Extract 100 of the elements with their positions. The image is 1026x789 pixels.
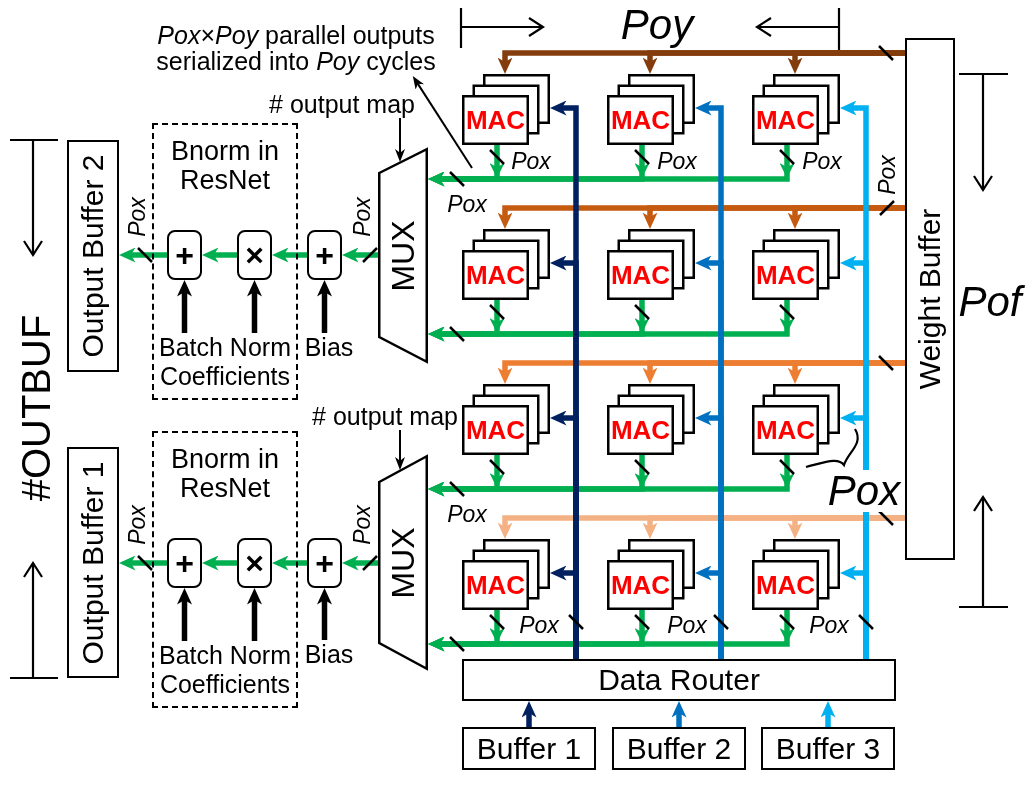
mac-stack xyxy=(752,229,840,300)
dashed-group-frame xyxy=(152,123,298,400)
dimension-label: Poy xyxy=(620,4,694,46)
block-label: Output Buffer 1 xyxy=(75,461,110,664)
bus-width-label: Pox xyxy=(447,190,487,218)
annotation-text: # output map xyxy=(262,90,422,118)
connector-arrow xyxy=(177,280,192,333)
operator-sign: + xyxy=(315,236,334,274)
mac-label: MAC xyxy=(755,415,816,445)
connector-arrow xyxy=(550,565,579,659)
operator-block xyxy=(167,230,202,280)
bus-width-label: Pox xyxy=(873,155,901,195)
group-title: Bnorm in ResNet xyxy=(169,445,280,503)
bus-width-label: Pox xyxy=(511,147,551,175)
bus-width-label: Pox xyxy=(348,197,376,237)
connector-arrow xyxy=(840,565,869,659)
mac-stack xyxy=(462,384,550,455)
connector-arrow xyxy=(342,247,378,263)
operator-sign: + xyxy=(315,544,334,582)
bus-width-label: Pox xyxy=(447,500,487,528)
buffer-block xyxy=(761,727,895,770)
mac-stack xyxy=(607,539,695,610)
buffer-block xyxy=(462,727,596,770)
connector-arrow xyxy=(429,145,795,187)
block-label: Output Buffer 2 xyxy=(75,154,110,358)
mac-stack xyxy=(462,539,550,610)
mac-label: MAC xyxy=(610,415,671,445)
group-title: Bnorm in ResNet xyxy=(169,137,280,195)
connector-arrow xyxy=(247,588,262,641)
operator-sign: × xyxy=(245,544,264,582)
bus-width-label: Pox xyxy=(657,147,697,175)
operator-block xyxy=(307,230,342,280)
router-block xyxy=(462,659,896,701)
mac-label: MAC xyxy=(610,570,671,600)
connector-arrow xyxy=(695,565,724,659)
mac-label: MAC xyxy=(465,570,526,600)
mac-label: MAC xyxy=(755,260,816,290)
bus-width-label: Pox xyxy=(123,197,151,237)
connector-arrow xyxy=(177,588,192,641)
buffer-block xyxy=(612,727,746,770)
connector-arrow xyxy=(317,280,332,333)
connector-arrow xyxy=(202,247,237,263)
connector-arrow xyxy=(412,76,473,169)
dashed-group-frame xyxy=(152,431,298,708)
buffer-block xyxy=(67,140,119,372)
bus-width-label: Pox xyxy=(348,505,376,545)
block-label: Data Router xyxy=(598,662,760,698)
connector-arrow xyxy=(820,701,836,727)
mac-stack xyxy=(752,384,840,455)
mac-stack xyxy=(607,384,695,455)
connector-arrow xyxy=(429,455,795,497)
connector-arrow xyxy=(247,280,262,333)
mac-label: MAC xyxy=(465,415,526,445)
buffer-block xyxy=(905,38,955,560)
mac-stack xyxy=(607,74,695,145)
mac-label: MAC xyxy=(610,260,671,290)
annotation-text: # output map xyxy=(305,402,465,430)
mac-stack xyxy=(462,229,550,300)
connector-arrow xyxy=(429,610,795,652)
operator-block xyxy=(237,230,272,280)
connector-arrow xyxy=(395,429,405,471)
mac-stack xyxy=(752,539,840,610)
callout-text: Pox×Poy parallel outputs serialized into Poy cycles xyxy=(150,22,442,76)
mac-label: MAC xyxy=(755,570,816,600)
connector-arrow xyxy=(119,555,167,571)
mac-label: MAC xyxy=(755,105,816,135)
connector-arrow xyxy=(671,701,687,727)
connector-arrow xyxy=(272,247,307,263)
connector-arrow xyxy=(787,515,905,539)
input-label: Batch Norm Coefficients xyxy=(154,641,296,699)
input-label: Bias xyxy=(302,640,356,669)
mux-trapezoid xyxy=(378,455,428,670)
mac-label: MAC xyxy=(610,105,671,135)
connector-arrow xyxy=(429,300,795,342)
input-label: Batch Norm Coefficients xyxy=(154,333,296,391)
brace-label: Pox xyxy=(827,470,901,512)
operator-sign: × xyxy=(245,236,264,274)
connector-arrow xyxy=(272,555,307,571)
bus-width-label: Pox xyxy=(809,611,849,639)
block-label: Weight Buffer xyxy=(912,208,947,390)
mac-label: MAC xyxy=(465,260,526,290)
mac-stack xyxy=(462,74,550,145)
dimension-label: #OUTBUF xyxy=(16,314,56,502)
connector-arrow xyxy=(342,555,378,571)
block-label: Buffer 2 xyxy=(626,731,732,766)
connector-arrow xyxy=(395,117,405,162)
operator-block xyxy=(167,538,202,588)
connector-arrow xyxy=(521,701,537,727)
operator-block xyxy=(237,538,272,588)
connector-arrow xyxy=(202,555,237,571)
bus-width-label: Pox xyxy=(667,611,707,639)
operator-block xyxy=(307,538,342,588)
mux-trapezoid xyxy=(378,148,428,363)
connector-arrow xyxy=(787,360,905,384)
connector-arrow xyxy=(787,50,905,74)
bus-width-label: Pox xyxy=(123,505,151,545)
connector-arrow xyxy=(787,205,905,229)
mac-label: MAC xyxy=(465,105,526,135)
mac-stack xyxy=(607,229,695,300)
connector-arrow xyxy=(317,588,332,640)
